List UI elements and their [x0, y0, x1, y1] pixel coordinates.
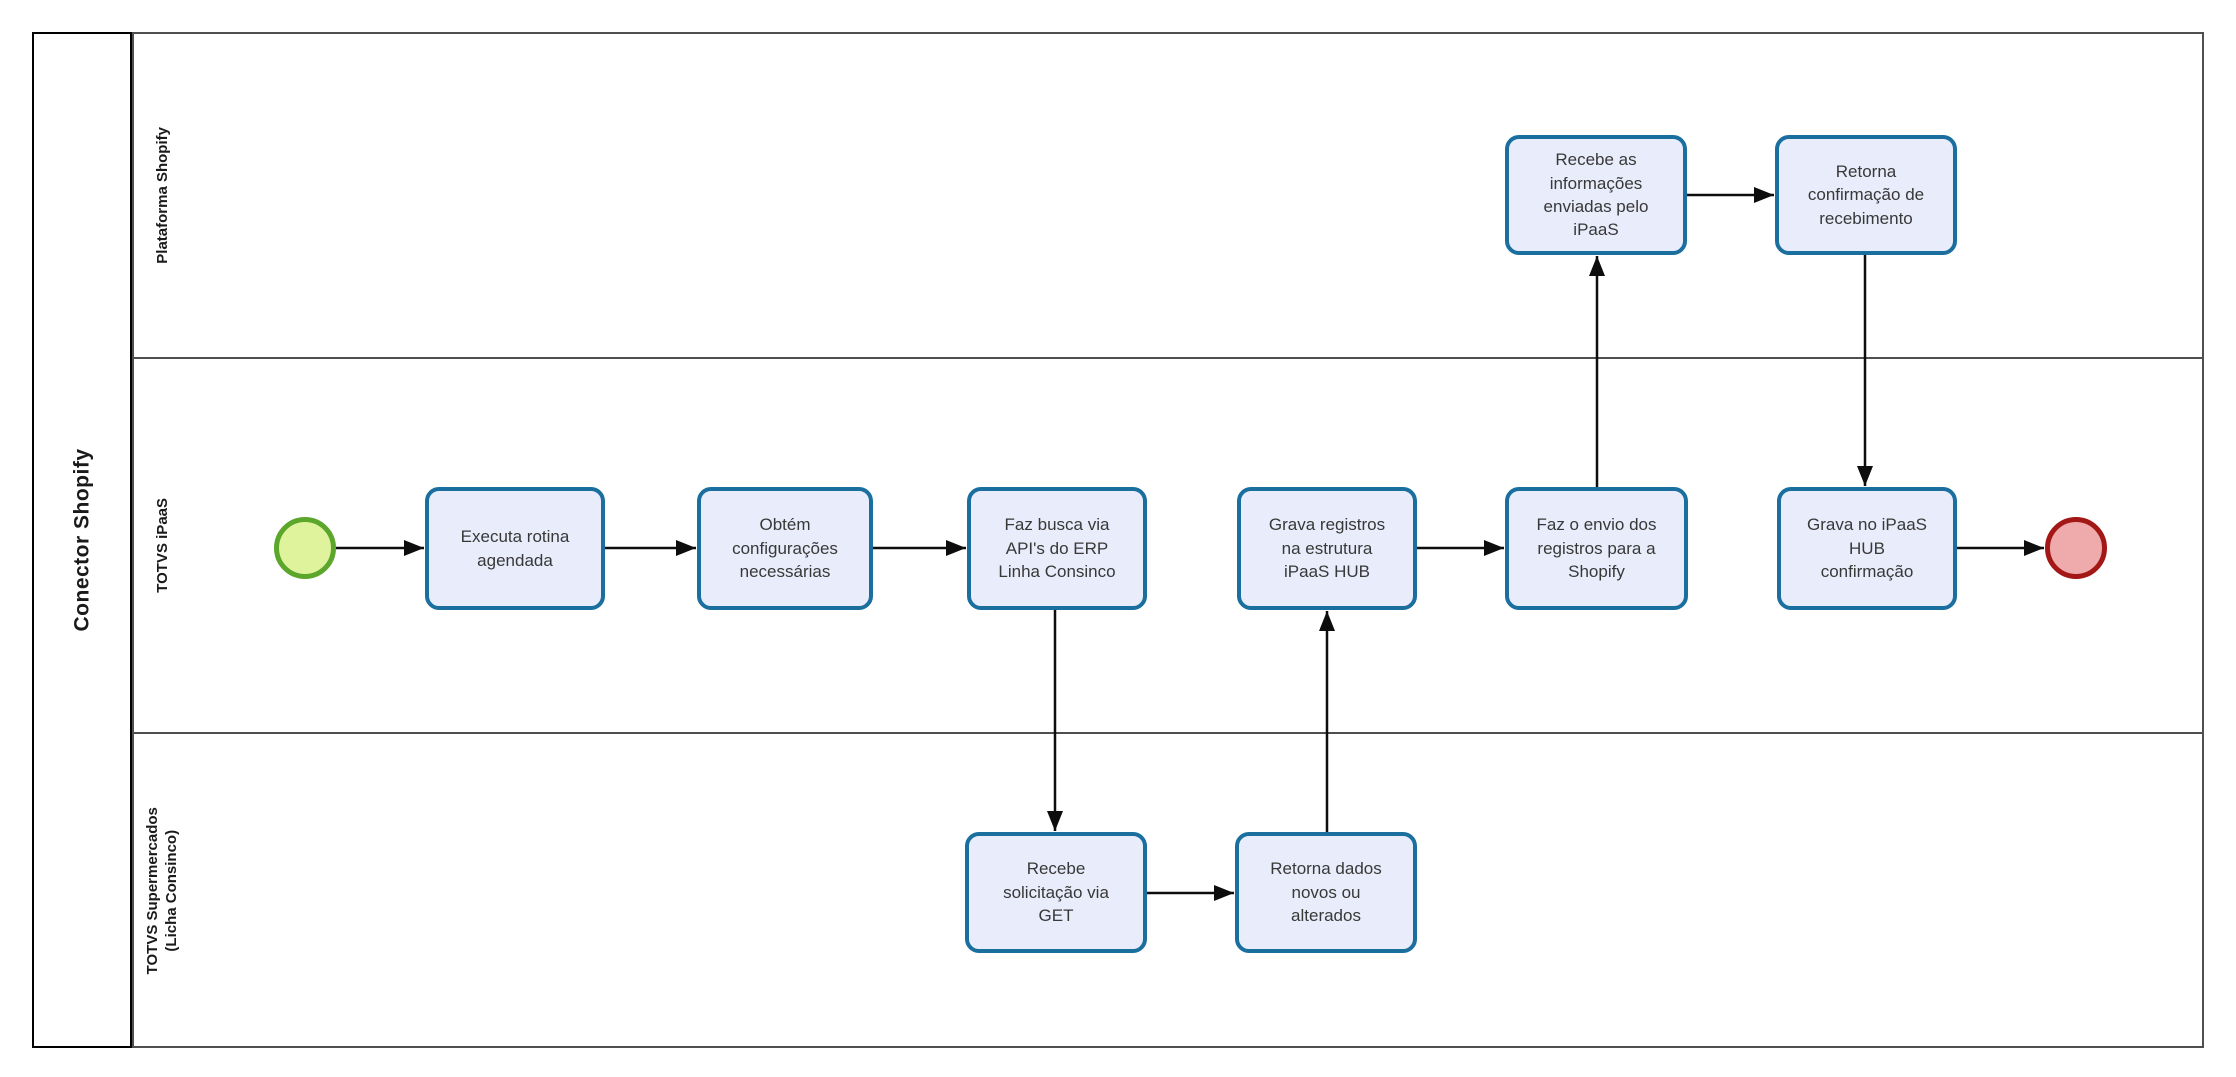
end-event[interactable] [2045, 517, 2107, 579]
task-recebe-informacoes-ipaas[interactable]: Recebe as informações enviadas pelo iPaa… [1505, 135, 1687, 255]
task-grava-registros-estrutura[interactable]: Grava registros na estrutura iPaaS HUB [1237, 487, 1417, 610]
task-retorna-confirmacao[interactable]: Retorna confirmação de recebimento [1775, 135, 1957, 255]
task-faz-busca-apis-erp[interactable]: Faz busca via API's do ERP Linha Consinc… [967, 487, 1147, 610]
task-obtem-configuracoes[interactable]: Obtém configurações necessárias [697, 487, 873, 610]
task-faz-envio-registros-shopify[interactable]: Faz o envio dos registros para a Shopify [1505, 487, 1688, 610]
task-recebe-solicitacao-get[interactable]: Recebe solicitação via GET [965, 832, 1147, 953]
pool-conector-shopify: Conector Shopify [32, 32, 132, 1048]
lane-plataforma-shopify: Plataforma Shopify [134, 34, 2202, 359]
lane-totvs-ipaas: TOTVS iPaaS [134, 359, 2202, 734]
task-grava-ipaas-hub-confirmacao[interactable]: Grava no iPaaS HUB confirmação [1777, 487, 1957, 610]
task-executa-rotina-agendada[interactable]: Executa rotina agendada [425, 487, 605, 610]
start-event[interactable] [274, 517, 336, 579]
task-retorna-dados-novos[interactable]: Retorna dados novos ou alterados [1235, 832, 1417, 953]
